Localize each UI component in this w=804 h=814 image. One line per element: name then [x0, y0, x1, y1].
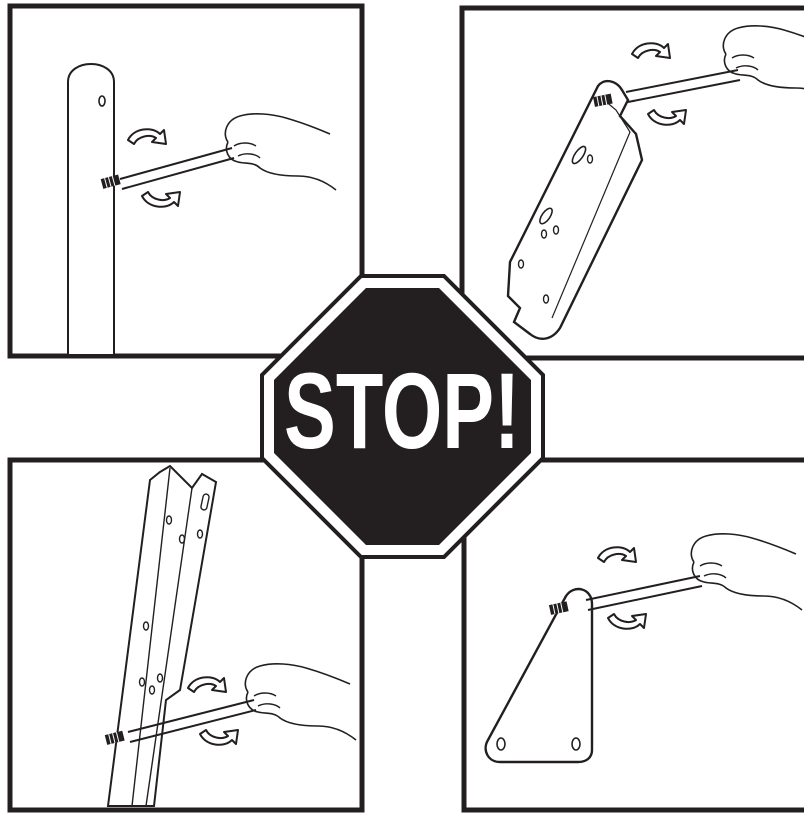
triangular-plate: [484, 587, 594, 764]
panel-top-right-frame: [459, 5, 804, 361]
threaded-rod-icon: [100, 147, 235, 190]
panel-top-right: [506, 25, 804, 340]
stop-sign-text: STOP!: [284, 350, 520, 471]
stop-sign: STOP!: [260, 274, 545, 559]
panel-top-left: [67, 63, 337, 354]
panel-top-left-frame: [7, 3, 365, 359]
panel-bottom-left: [104, 464, 357, 807]
threaded-rod-icon: [548, 575, 703, 616]
angle-bracket: [106, 464, 218, 807]
panel-bottom-right: [484, 533, 803, 764]
threaded-rod-icon: [592, 69, 741, 108]
post: [67, 63, 115, 354]
threaded-rod-icon: [104, 699, 257, 746]
stop-sign-octagon: [274, 288, 531, 545]
mounting-plate: [506, 79, 644, 340]
